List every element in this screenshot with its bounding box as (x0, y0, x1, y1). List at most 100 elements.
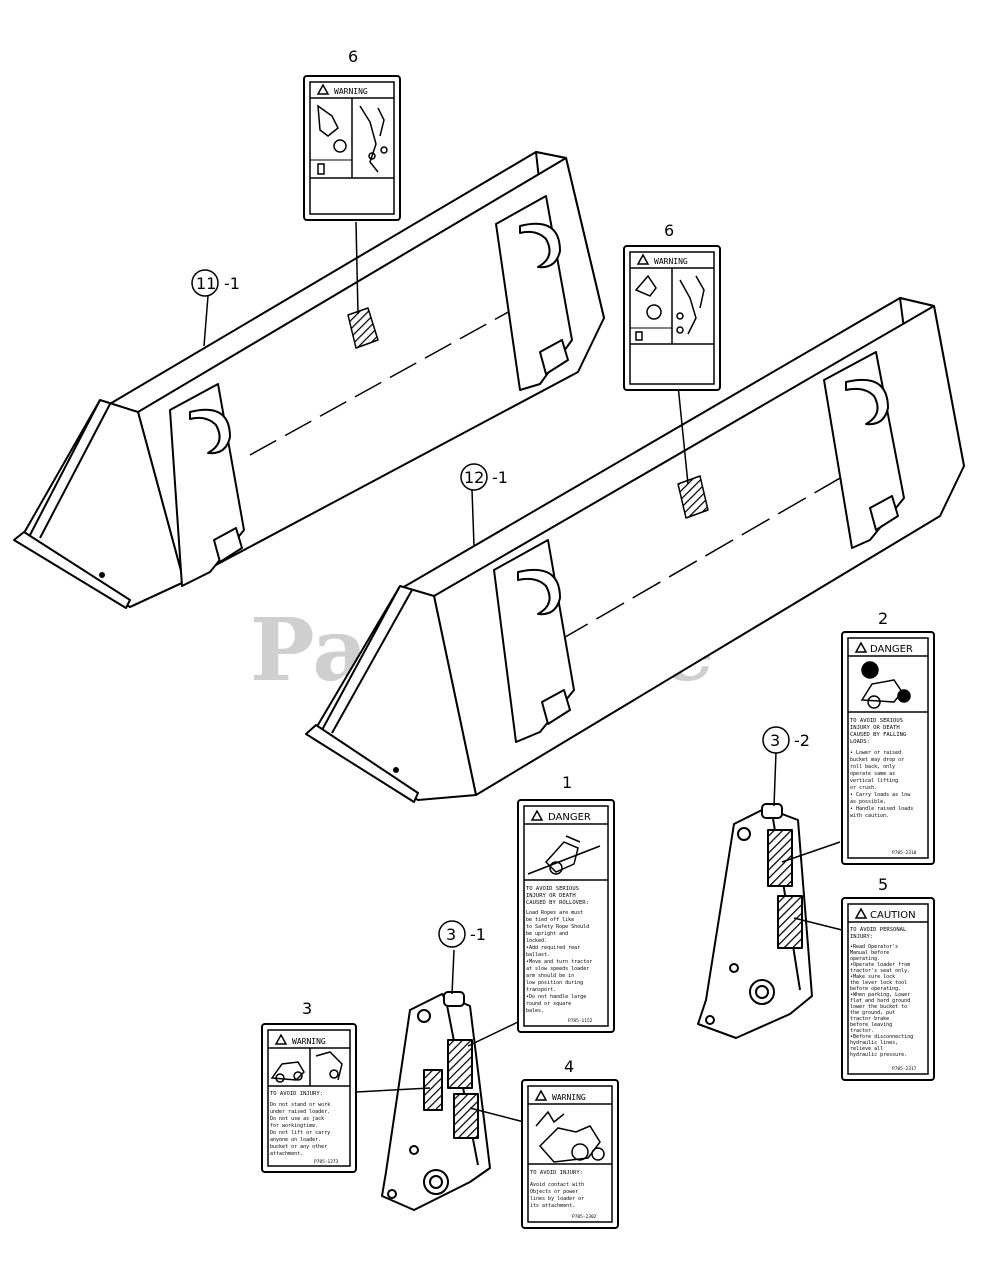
loader-pictogram (634, 274, 705, 341)
bracket-3-1[interactable] (381, 991, 491, 1211)
decal-5-body-10: lower the bucket to (850, 1004, 907, 1010)
callout-11-circle[interactable] (191, 269, 219, 297)
decal-2-body-2: roll back, only (850, 764, 895, 770)
decal-4[interactable]: WARNING TO AVOID INJURY: Avoid contact w… (521, 1079, 619, 1229)
decal-6-mid[interactable]: WARNING (623, 245, 721, 391)
decal-5-body-14: tractor. (850, 1028, 874, 1034)
loader-pictogram (317, 104, 388, 175)
decal-5-body-4: tractor's seat only. (850, 968, 910, 974)
decal-6-top[interactable]: WARNING (303, 75, 401, 221)
decal-5-body-3: •Operate loader from (850, 962, 910, 968)
decal-2-body-9: with caution. (850, 813, 889, 819)
decal-6-top-header: WARNING (334, 87, 368, 96)
decal-5-lead-1: INJURY: (850, 934, 873, 940)
callout-3-1-circle[interactable] (438, 920, 466, 948)
decal-1-body-0: Load Ropes are must (526, 910, 583, 916)
bracket-3-2[interactable] (697, 803, 813, 1039)
callout-6-mid[interactable]: 6 (664, 221, 674, 240)
callout-2[interactable]: 2 (878, 609, 888, 628)
decal-5-body-9: flat and hard ground (850, 998, 910, 1004)
decal-1-header: DANGER (548, 812, 591, 823)
decal-2-code: P785-2310 (892, 850, 917, 856)
decal-1-body-8: at slow speeds loader (526, 966, 589, 972)
callout-4[interactable]: 4 (564, 1057, 574, 1076)
decal-3-header: WARNING (292, 1037, 326, 1046)
callout-12-circle[interactable] (460, 463, 488, 491)
decal-5-body-0: •Read Operator's (850, 944, 898, 950)
decal-5-body-2: operating. (850, 956, 880, 962)
callout-3-1-number: 3 (446, 925, 456, 944)
decal-3-body-3: for workingtime. (270, 1123, 318, 1129)
decal-3-code: P785-1273 (314, 1159, 339, 1165)
decal-5[interactable]: CAUTION TO AVOID PERSONAL INJURY: •Read … (841, 897, 935, 1081)
decal-4-body-3: its attachment. (530, 1203, 575, 1209)
decal-5-body-15: •Before disconnecting (850, 1034, 913, 1040)
decal-1-body-9: arm should be in (526, 973, 574, 979)
decal-1-lead-2: CAUSED BY ROLLOVER: (526, 900, 589, 906)
decal-4-body-1: Objects or power (530, 1189, 578, 1195)
decal-1-body-10: low position during (526, 980, 583, 986)
decal-5-body-17: relieve all (850, 1046, 883, 1052)
decal-2-body-1: bucket may drop or (850, 757, 904, 763)
decal-2-body-7: as possible. (850, 799, 886, 805)
decal-1-body-5: •Add required rear (526, 945, 580, 951)
decal-3-body-1: under raised loader. (270, 1109, 330, 1115)
decal-5-code: P785-2317 (892, 1066, 917, 1072)
decal-2-lead-2: CAUSED BY FALLING (850, 732, 906, 738)
callouts: 6 6 11 -1 12 -1 2 3 -2 1 5 3 -1 3 4 (191, 47, 888, 1076)
callout-12-suffix: -1 (492, 468, 508, 487)
decal-1-lead-1: INJURY OR DEATH (526, 893, 576, 899)
decal-2-body-0: • Lower or raised (850, 750, 901, 756)
power-line-pictogram (535, 1110, 605, 1163)
decal-4-code: P785-2302 (572, 1214, 597, 1220)
decal-5-body-7: before operating. (850, 986, 901, 992)
callout-3[interactable]: 3 (302, 999, 312, 1018)
decal-3-body-5: anyone on loader. (270, 1137, 321, 1143)
decal-2-lead-0: TO AVOID SERIOUS (850, 718, 903, 724)
decal-2[interactable]: DANGER TO AVOID SERIOUS INJURY OR DEATH … (841, 631, 935, 865)
decal-5-body-16: hydraulic lines, (850, 1040, 898, 1046)
decal-3-body-2: Do not use as jack (270, 1116, 324, 1122)
decal-4-body-2: lines by loader or (530, 1196, 584, 1202)
callout-5[interactable]: 5 (878, 875, 888, 894)
warning-triangle-icon (854, 907, 868, 919)
decal-5-lead-0: TO AVOID PERSONAL (850, 927, 907, 933)
decal-1-body-6: ballast. (526, 952, 550, 958)
decal-5-body-5: •Make sure lock (850, 974, 895, 980)
bucket-11[interactable] (13, 151, 605, 609)
decal-5-body-12: tractor brake (850, 1016, 889, 1022)
decal-1-lead-0: TO AVOID SERIOUS (526, 886, 579, 892)
decal-3-body-6: bucket or any other (270, 1144, 327, 1150)
decal-2-body-6: • Carry loads as low (850, 792, 911, 798)
decal-1-body-14: bales. (526, 1008, 544, 1014)
decal-5-body-18: hydraulic pressure. (850, 1052, 907, 1058)
decal-2-body-3: operate same as (850, 771, 895, 777)
decal-2-body-4: vertical lifting (850, 778, 898, 784)
decal-4-header: WARNING (552, 1093, 586, 1102)
decal-5-body-11: the ground, put (850, 1010, 895, 1016)
callout-3-1-suffix: -1 (470, 925, 486, 944)
callout-3-2-circle[interactable] (762, 726, 790, 754)
decal-5-body-8: •When parking, Lower (850, 992, 910, 998)
decal-2-body-8: • Handle raised loads (850, 806, 913, 812)
decal-3-lead-0: TO AVOID INJURY: (270, 1091, 323, 1097)
warning-triangle-icon (316, 83, 330, 95)
callout-6-top[interactable]: 6 (348, 47, 358, 66)
decal-2-header: DANGER (870, 644, 913, 655)
callout-1[interactable]: 1 (562, 773, 572, 792)
callout-11-suffix: -1 (224, 274, 240, 293)
decal-3-body-0: Do not stand or work (270, 1102, 330, 1108)
decal-3[interactable]: WARNING TO AVOID INJURY: Do not stand or… (261, 1023, 357, 1173)
decal-1-body-12: •Do not handle large (526, 994, 586, 1000)
bucket-12[interactable] (305, 297, 965, 803)
decal-4-body-0: Avoid contact with (530, 1182, 584, 1188)
decal-5-header: CAUTION (870, 910, 916, 921)
warning-triangle-icon (636, 253, 650, 265)
warning-triangle-icon (854, 641, 868, 653)
decal-1-body-1: be tied off like (526, 917, 574, 923)
decal-5-body-6: the lever lock tool (850, 980, 907, 986)
decal-1[interactable]: DANGER TO AVOID SERIOUS INJURY OR DEATH … (517, 799, 615, 1033)
decal-1-body-3: be upright and (526, 931, 568, 937)
warning-triangle-icon (274, 1033, 288, 1045)
